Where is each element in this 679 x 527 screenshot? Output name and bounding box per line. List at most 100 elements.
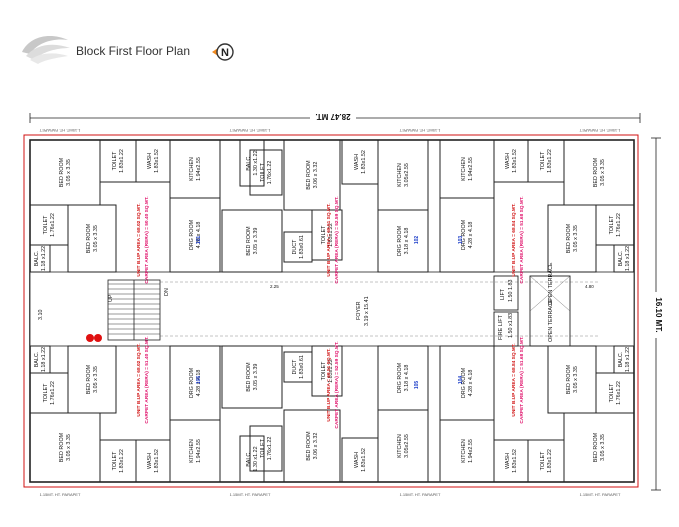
room-wall (613, 345, 635, 374)
room-name-label: DRG ROOM (461, 219, 467, 250)
stair-dn-label: DN (164, 288, 170, 296)
room-name-label: KITCHEN (461, 439, 467, 463)
unit-106: UNIT B.UP AREA = 68.02 SQ.MT.CARPET AREA… (136, 336, 202, 423)
room-name-label: WASH (505, 453, 511, 469)
room-name-label: BED ROOM (246, 362, 252, 392)
unit-103: UNIT B.UP AREA = 68.84 SQ.MT.CARPET AREA… (458, 196, 525, 283)
room-name-label: BED ROOM (306, 431, 312, 461)
fire-lift-label: FIRE LIFT (498, 314, 504, 340)
room-name-label: BALC. (246, 451, 252, 467)
unit-carpet-label: CARPET AREA (RERA) = 50.40 SQ.MT. (144, 196, 150, 283)
room-wall (527, 439, 565, 483)
room-name-label: KITCHEN (189, 157, 195, 181)
room-wall (283, 139, 341, 211)
room-name-label: BED ROOM (566, 364, 572, 394)
room-name-label: WASH (505, 153, 511, 169)
room-size-label: 1.94x2.55 (196, 157, 202, 181)
room-size-label: 1.76x1.22 (267, 437, 273, 461)
parapet-label: 1.15MT. HT. PARAPET (40, 492, 81, 497)
unit-area-label: UNIT B.UP AREA = 68.51 SQ.MT. (326, 348, 332, 421)
room-wall (29, 244, 51, 273)
room-name-label: BED ROOM (59, 432, 65, 462)
room-wall (595, 204, 635, 246)
room-wall (283, 409, 341, 483)
unit-number-label: 106 (196, 376, 202, 385)
room-wall (99, 139, 137, 183)
room-size-label: 1.30 x1.22 (253, 446, 259, 471)
room-size-label: 1.94x2.55 (468, 439, 474, 463)
width-dimension: 28.47 MT. (29, 112, 641, 123)
room-wall (249, 425, 283, 472)
room-size-label: 4.28 x 4.18 (196, 222, 202, 249)
room-wall (239, 435, 265, 483)
room-size-label: 3.05 x 3.35 (600, 159, 606, 186)
room-wall (613, 244, 635, 273)
room-wall (377, 139, 429, 211)
room-wall (249, 149, 283, 196)
height-dimension: 16.10 MT. (650, 137, 663, 491)
room-name-label: KITCHEN (397, 163, 403, 187)
room-name-label: BALC. (34, 352, 40, 368)
room-size-label: 1.83x1.52 (154, 149, 160, 173)
room-size-label: 1.83x1.22 (119, 149, 125, 173)
room-wall (493, 439, 529, 483)
room-name-label: TOILET (321, 225, 327, 244)
room-size-label: 3.05 x 3.35 (66, 159, 72, 186)
room-wall (439, 345, 495, 421)
room-size-label: 3.18 x 4.18 (404, 365, 410, 392)
room-name-label: DUCT (292, 239, 298, 255)
width-dimension-label: 28.47 MT. (315, 112, 350, 121)
room-name-label: BED ROOM (59, 157, 65, 187)
room-name-label: WASH (147, 153, 153, 169)
fire-lift-size-label: 1.50 x1.83 (508, 313, 514, 338)
room-wall (341, 139, 379, 185)
room-name-label: BED ROOM (246, 226, 252, 256)
stair-dim-label: 3.10 (38, 310, 44, 321)
room-wall (547, 345, 597, 414)
unit-carpet-label: CARPET AREA (RERA) = 52.59 SQ.MT. (334, 341, 340, 428)
room-wall (547, 204, 597, 273)
room-wall (169, 345, 221, 421)
room-wall (169, 197, 221, 273)
room-wall (135, 439, 171, 483)
room-name-label: KITCHEN (461, 157, 467, 181)
room-wall (439, 139, 495, 199)
room: BALC.1.18 x1.22 (613, 345, 635, 374)
unit-area-label: UNIT B.UP AREA = 68.51 SQ.MT. (326, 203, 332, 276)
swoosh-logo-icon (22, 36, 70, 64)
room-wall (283, 231, 313, 263)
unit-area-label: UNIT B.UP AREA = 68.84 SQ.MT. (511, 203, 517, 276)
room-wall (377, 209, 429, 273)
room: BALC.1.30 x1.22 (239, 435, 265, 483)
room-size-label: 1.83x1.22 (328, 359, 334, 383)
room: BALC.1.18 x1.22 (613, 244, 635, 273)
room-name-label: WASH (147, 453, 153, 469)
foyer-label: FOYER (356, 301, 362, 320)
room-name-label: WASH (354, 154, 360, 170)
room-size-label: 3.05 x 3.39 (253, 364, 259, 391)
unit-number-label: 102 (414, 236, 420, 245)
open-terrace-bottom: OPEN TERRACE (548, 299, 554, 342)
room-name-label: TOILET (260, 438, 266, 457)
room-name-label: BED ROOM (306, 160, 312, 190)
unit-105: UNIT B.UP AREA = 68.51 SQ.MT.CARPET AREA… (326, 341, 420, 428)
room-name-label: BALC. (618, 251, 624, 267)
room-size-label: 1.83x1.52 (361, 448, 367, 472)
room-name-label: WASH (354, 452, 360, 468)
